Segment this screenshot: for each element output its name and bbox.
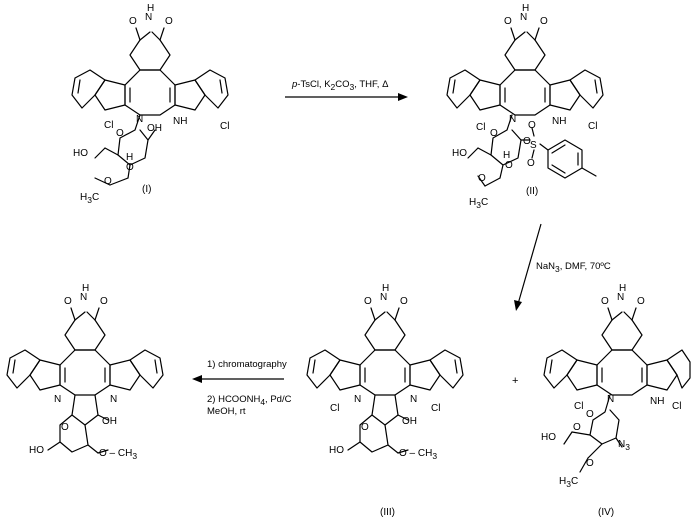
chlorine-left: Cl: [476, 122, 485, 133]
carbonyl-oxygen-right: O: [100, 296, 108, 307]
hydroxymethyl: HO: [541, 432, 556, 443]
compound-label-ii: (II): [526, 186, 538, 197]
reaction-conditions-3-line2: 2) HCOONH4, Pd/C: [207, 394, 292, 407]
reaction-conditions-1: p-TsCl, K2CO3, THF, Δ: [291, 79, 389, 92]
indole-nh: NH: [650, 396, 664, 407]
compound-label-iii: (III): [380, 507, 395, 518]
compound-ii-labels: O O N H N NH Cl Cl O O S O O HO H O O H3…: [452, 3, 597, 210]
imide-nitrogen: N: [520, 12, 527, 23]
indole-nitrogen-left: N: [54, 394, 61, 405]
final-product-structure: [6, 307, 164, 454]
methoxy-oxygen: O: [104, 176, 112, 187]
compound-iv-labels: O O N H N NH Cl Cl O HO O N3 O H3C (IV): [541, 283, 681, 518]
hydroxyl-h: H: [126, 152, 133, 163]
methyl-group: H3C: [559, 476, 578, 489]
methoxy-oxygen: O: [478, 173, 486, 184]
ring-oxygen: O: [116, 128, 124, 139]
methoxy-group: O – CH3: [99, 448, 137, 461]
carbonyl-oxygen-right: O: [165, 16, 173, 27]
sulfonyl-oxygen-bottom: O: [527, 158, 535, 169]
chlorine-left: Cl: [330, 403, 339, 414]
compound-label-i: (I): [142, 184, 151, 195]
compound-ii-structure: [446, 27, 604, 187]
carbonyl-oxygen-right: O: [637, 296, 645, 307]
imide-nitrogen: N: [617, 292, 624, 303]
ring-oxygen: O: [61, 422, 69, 433]
compound-iii-structure: [306, 307, 464, 454]
final-product-labels: O O N H N N O OH HO O – CH3: [29, 283, 137, 461]
compound-i-labels: O O N H N NH Cl Cl O OH HO H O O H3C (I): [73, 3, 229, 205]
carbonyl-oxygen-right: O: [400, 296, 408, 307]
indole-nitrogen: N: [136, 114, 143, 125]
ring-oxygen: O: [361, 422, 369, 433]
compound-i-structure: [71, 27, 229, 186]
imide-hydrogen: H: [82, 283, 89, 294]
sulfonyl-oxygen-top: O: [528, 120, 536, 131]
hydroxyl: OH: [147, 123, 162, 134]
hydroxyl-o: O: [126, 162, 134, 173]
reaction-conditions-3-line1: 1) chromatography: [207, 359, 287, 370]
reaction-arrow-2: [514, 223, 542, 311]
carbonyl-oxygen-left: O: [364, 296, 372, 307]
ring-oxygen: O: [586, 409, 594, 420]
hydroxymethyl: HO: [73, 148, 88, 159]
indole-nitrogen-right: N: [410, 394, 417, 405]
reaction-arrow-3: [192, 375, 284, 383]
indole-nh: NH: [552, 116, 566, 127]
hydroxyl-h: H: [503, 150, 510, 161]
plus-sign: +: [512, 375, 518, 387]
reaction-arrow-1: [285, 93, 408, 101]
compound-iii-labels: O O N H N N Cl Cl O OH HO O – CH3 (III): [329, 283, 440, 518]
hydroxymethyl: HO: [329, 445, 344, 456]
indole-nh: NH: [173, 116, 187, 127]
carbonyl-oxygen-left: O: [504, 16, 512, 27]
hydroxymethyl: HO: [29, 445, 44, 456]
reaction-conditions-2: NaN3, DMF, 70ºС: [536, 261, 611, 274]
methyl-group: H3C: [80, 192, 99, 205]
chlorine-right: Cl: [220, 121, 229, 132]
methoxy-oxygen: O: [586, 458, 594, 469]
azide-group: N3: [618, 439, 630, 452]
hydroxymethyl: HO: [452, 148, 467, 159]
hydroxyl: OH: [102, 416, 117, 427]
imide-nitrogen: N: [80, 292, 87, 303]
chlorine-left: Cl: [574, 401, 583, 412]
imide-hydrogen: H: [382, 283, 389, 294]
methoxy-group: O – CH3: [399, 448, 437, 461]
indole-nitrogen-right: N: [110, 394, 117, 405]
compound-label-iv: (IV): [598, 507, 614, 518]
imide-hydrogen: H: [522, 3, 529, 14]
chlorine-right: Cl: [672, 401, 681, 412]
chlorine-left: Cl: [104, 120, 113, 131]
carbonyl-oxygen-left: O: [64, 296, 72, 307]
hydroxyl-o: O: [505, 160, 513, 171]
chlorine-right: Cl: [431, 403, 440, 414]
sulfur: S: [530, 140, 537, 151]
indole-nitrogen: N: [509, 114, 516, 125]
imide-hydrogen: H: [619, 283, 626, 294]
imide-hydrogen: H: [147, 3, 154, 14]
carbonyl-oxygen-left: O: [601, 296, 609, 307]
methyl-group: H3C: [469, 197, 488, 210]
ring-oxygen: O: [490, 128, 498, 139]
hydroxyl: OH: [402, 416, 417, 427]
imide-nitrogen: N: [145, 12, 152, 23]
chlorine-right: Cl: [588, 121, 597, 132]
sulfonate-oxygen: O: [523, 136, 531, 147]
indole-nitrogen: N: [607, 394, 614, 405]
compound-iv-structure: [543, 307, 691, 473]
carbonyl-oxygen-right: O: [540, 16, 548, 27]
reaction-conditions-3-line3: MeOH, rt: [207, 406, 246, 417]
indole-nitrogen-left: N: [354, 394, 361, 405]
imide-nitrogen: N: [380, 292, 387, 303]
carbonyl-oxygen-left: O: [129, 16, 137, 27]
hydroxymethyl-o: O: [573, 422, 581, 433]
